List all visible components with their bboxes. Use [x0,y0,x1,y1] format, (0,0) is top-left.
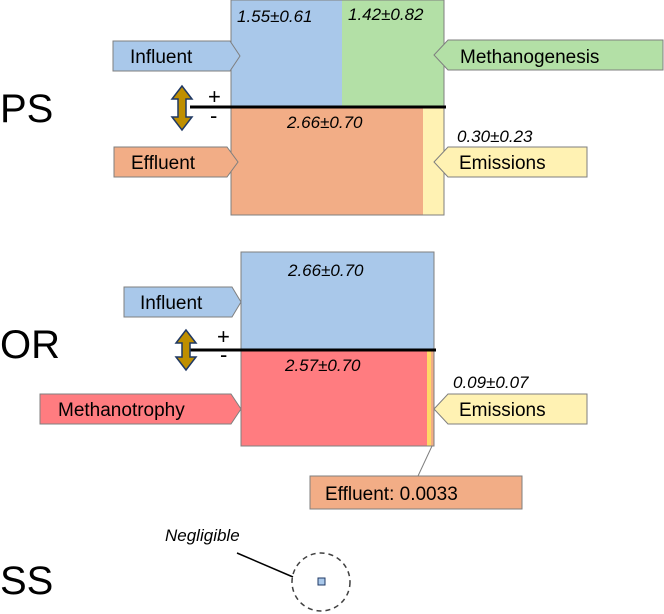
ps-emissions-tag: Emissions [433,146,588,178]
ps-plus-sign: + [208,84,221,109]
ps-top-left-value: 1.55±0.61 [237,7,313,26]
ps-emission-value: 0.30±0.23 [457,127,533,146]
ps-influent-block [231,0,342,107]
or-emissions-label: Emissions [459,400,546,421]
ps-effluent-block [231,107,423,215]
ps-emissions-label: Emissions [459,153,546,174]
or-effluent-label: Effluent: 0.0033 [325,484,458,505]
or-effluent-block [431,350,434,446]
or-label: OR [0,323,60,367]
ps-section: PS 1.55±0.61 1.42±0.82 2.66±0.70 0.30±0.… [0,0,664,216]
ps-bottom-value: 2.66±0.70 [286,113,363,132]
or-methanotrophy-block [241,350,427,446]
or-influent-block [241,252,434,350]
ps-minus-sign: - [210,103,217,128]
ss-section: SS Negligible [0,526,351,612]
or-top-value: 2.66±0.70 [287,261,364,280]
ss-tiny-block [317,577,326,586]
ss-negligible-circle [291,552,351,612]
or-influent-label: Influent [140,293,203,314]
or-section: OR 2.66±0.70 2.57±0.70 0.09±0.07 + - Inf… [0,251,588,510]
or-influent-tag: Influent [123,286,242,318]
or-plus-sign: + [217,324,230,349]
ps-emissions-block [423,107,444,215]
or-effluent-leader-line [417,445,433,477]
ps-effluent-tag: Effluent [113,146,239,178]
ps-top-right-value: 1.42±0.82 [348,5,424,24]
ps-label: PS [0,87,53,131]
or-minus-sign: - [220,342,227,367]
ss-note-leader-line [236,552,294,578]
or-balance-arrow-icon [174,328,198,372]
or-methanotrophy-label: Methanotrophy [58,400,185,421]
or-emissions-block [427,350,431,446]
or-bottom-value: 2.57±0.70 [284,356,361,375]
or-effluent-tag: Effluent: 0.0033 [309,475,523,510]
ps-influent-tag: Influent [112,40,241,72]
ps-effluent-label: Effluent [131,153,196,174]
or-emissions-tag: Emissions [433,393,588,425]
or-methanotrophy-tag: Methanotrophy [39,393,242,425]
ps-balance-arrow-icon [170,84,194,132]
ps-influent-label: Influent [130,47,193,68]
ps-methanogenesis-label: Methanogenesis [460,47,599,68]
ps-methanogenesis-tag: Methanogenesis [433,39,664,71]
ss-negligible-note: Negligible [165,526,240,545]
ss-label: SS [0,559,53,603]
ps-methanogenesis-block [342,0,444,107]
or-emission-value: 0.09±0.07 [453,373,529,392]
